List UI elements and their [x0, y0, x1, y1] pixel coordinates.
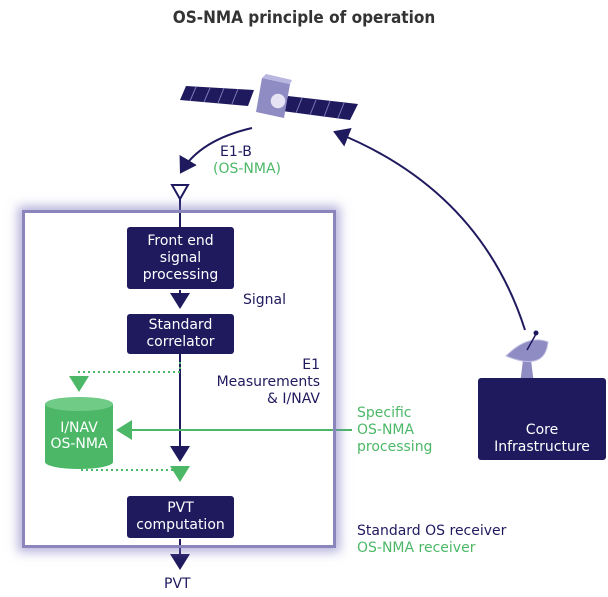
- diagram-title: OS-NMA principle of operation: [172, 8, 436, 28]
- signal-name-label: E1-B: [220, 144, 252, 160]
- core-infrastructure-box: Core Infrastructure: [478, 378, 606, 460]
- antenna-icon: [170, 184, 190, 228]
- e1-measurements-label: E1 Measurements & I/NAV: [216, 357, 320, 407]
- osnma-tap-path: [69, 362, 181, 392]
- pvt-computation-box: PVT computation: [127, 496, 234, 538]
- database-label: I/NAV OS-NMA: [50, 420, 108, 452]
- satellite-icon: [180, 74, 358, 120]
- signal-label: Signal: [243, 292, 287, 308]
- legend-osnma-receiver: OS-NMA receiver: [357, 540, 476, 556]
- specific-processing-label: Specific OS-NMA processing: [357, 405, 433, 455]
- front-end-box: Front end signal processing: [127, 227, 234, 289]
- uplink-arrow: [333, 127, 526, 331]
- receiver-frame: [22, 210, 336, 548]
- legend-standard-receiver: Standard OS receiver: [357, 523, 507, 539]
- database-icon: [45, 397, 113, 469]
- downlink-arrow: [179, 127, 253, 174]
- signal-osnma-label: (OS-NMA): [213, 161, 282, 177]
- pvt-output-label: PVT: [164, 576, 191, 592]
- correlator-box: Standard correlator: [127, 314, 234, 354]
